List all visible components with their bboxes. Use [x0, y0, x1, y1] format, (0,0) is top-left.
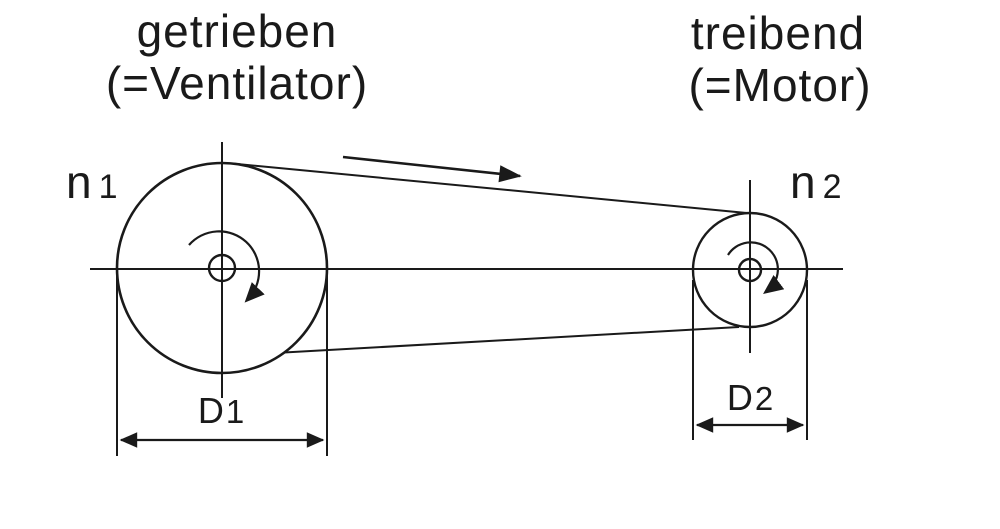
belt-top-line	[231, 162, 758, 215]
left-speed-index: 1	[99, 168, 118, 206]
belt-direction-arrow	[342, 155, 522, 183]
d2-symbol: D	[727, 377, 753, 418]
left-speed-symbol: n	[66, 156, 92, 208]
d1-index: 1	[226, 393, 244, 430]
right-speed-index: 2	[823, 168, 842, 206]
d2-diameter-label: D2	[727, 377, 773, 418]
right-speed-symbol: n	[790, 156, 816, 208]
left-pulley-role-line1: getrieben	[137, 5, 338, 57]
right-pulley-role-line2: (=Motor)	[688, 59, 871, 111]
right-pulley-role-line1: treibend	[691, 7, 865, 59]
right-rotation-arrow	[727, 241, 785, 294]
left-pulley-role-line2: (=Ventilator)	[106, 57, 368, 109]
d1-diameter-label: D1	[198, 390, 244, 431]
d1-symbol: D	[198, 390, 224, 431]
d2-index: 2	[755, 380, 773, 417]
left-rotation-arrow	[188, 230, 265, 303]
belt-bottom-line	[283, 326, 740, 354]
